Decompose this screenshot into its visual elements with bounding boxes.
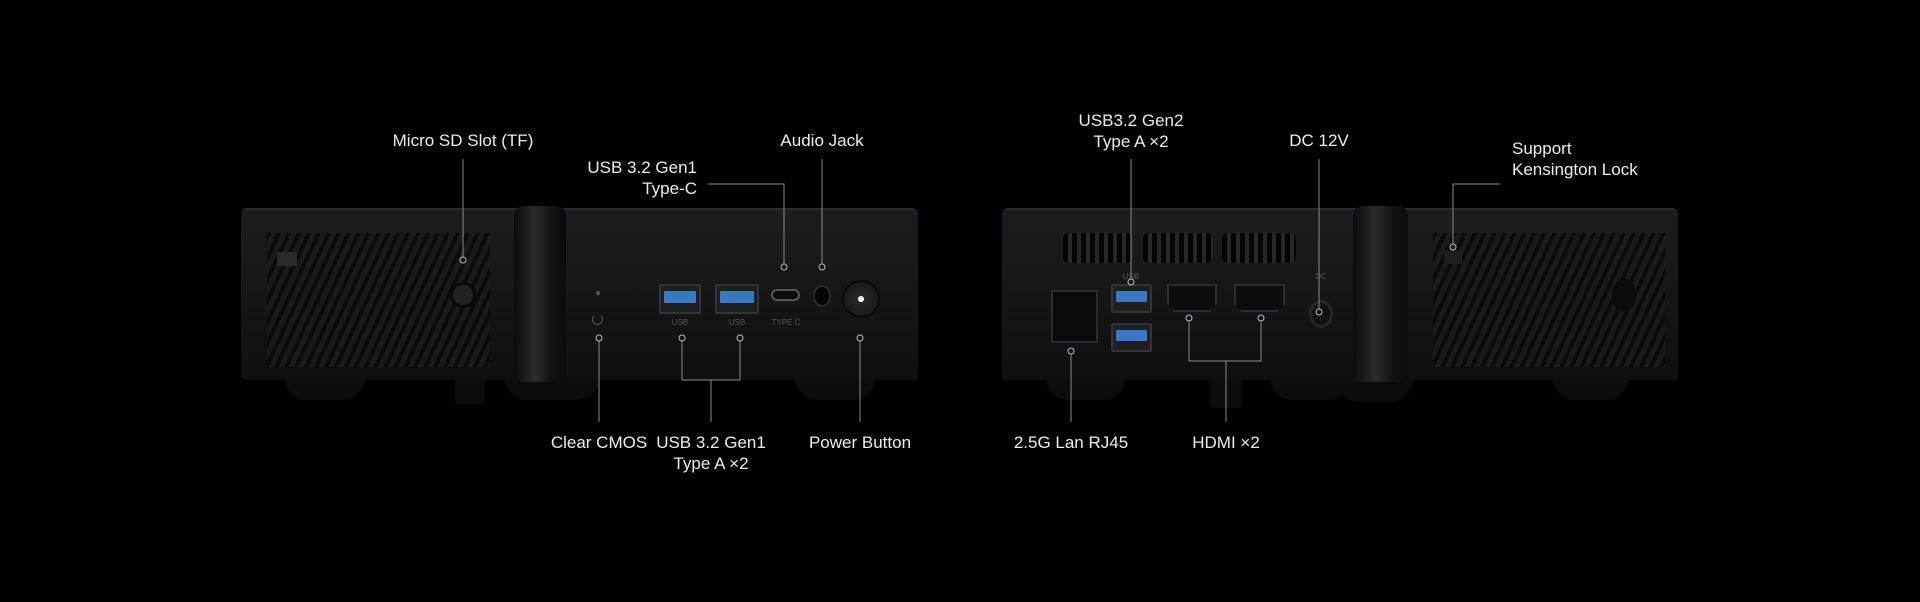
label-usb-c: USB 3.2 Gen1 Type-C <box>587 157 697 199</box>
stand <box>455 376 485 404</box>
label-lan: 2.5G Lan RJ45 <box>1013 433 1129 452</box>
usb-c-port <box>771 289 800 301</box>
label-line: Kensington Lock <box>1512 160 1638 179</box>
cmos-symbol-icon <box>592 314 603 325</box>
foot <box>1270 378 1350 400</box>
callout-kensington <box>1452 183 1500 244</box>
power-led-icon <box>858 296 864 302</box>
exhaust-grill <box>1063 233 1133 263</box>
clear-cmos-pinhole-icon <box>596 291 600 295</box>
kensington-slot-icon <box>277 252 297 266</box>
callout-usb-a-bracket <box>681 341 741 381</box>
usb-a-port <box>659 284 701 314</box>
audio-jack <box>813 285 831 307</box>
label-line: Support <box>1512 139 1572 158</box>
label-dc: DC 12V <box>1289 131 1349 150</box>
usb-a-gen2-port <box>1111 284 1152 313</box>
exhaust-grill <box>1222 233 1296 263</box>
kensington-lock-slot <box>1444 250 1462 264</box>
hdmi-port <box>1234 284 1285 312</box>
label-line: USB 3.2 Gen1 <box>656 433 766 452</box>
label-hdmi: HDMI ×2 <box>1192 433 1260 452</box>
label-usb-a: USB 3.2 Gen1 Type A ×2 <box>656 432 766 474</box>
label-line: Type-C <box>642 179 697 198</box>
label-clear-cmos: Clear CMOS <box>550 433 648 452</box>
foot <box>285 378 365 400</box>
hdmi-port <box>1167 284 1217 312</box>
label-line: USB3.2 Gen2 <box>1078 111 1184 130</box>
power-button <box>842 280 880 318</box>
callout-usb-c <box>708 183 785 264</box>
label-line: Type A ×2 <box>1093 132 1169 151</box>
label-usb-gen2: USB3.2 Gen2 Type A ×2 <box>1079 110 1184 152</box>
callout-hdmi-bracket <box>1188 321 1262 362</box>
callout-dots <box>459 243 1457 355</box>
foot <box>505 378 600 400</box>
usb-a-gen2-port <box>1111 323 1152 352</box>
typec-marking: TYPE C <box>771 318 801 327</box>
foot <box>1046 378 1126 400</box>
label-audio-jack: Audio Jack <box>780 131 864 150</box>
label-power-button: Power Button <box>808 433 912 452</box>
foot <box>1553 378 1628 400</box>
usb-marking: USB <box>671 318 689 327</box>
corner-pillar <box>1353 206 1408 382</box>
label-kensington: Support Kensington Lock <box>1512 138 1638 180</box>
usb-a-port <box>715 284 759 314</box>
foot <box>1336 378 1414 402</box>
screw-icon <box>1612 278 1636 312</box>
micro-sd-slot-icon <box>450 282 476 308</box>
dc-marking: DC <box>1315 272 1327 281</box>
foot <box>795 378 875 400</box>
exhaust-grill <box>1143 233 1213 263</box>
label-line: USB 3.2 Gen1 <box>587 158 697 177</box>
corner-pillar <box>514 206 566 382</box>
label-micro-sd: Micro SD Slot (TF) <box>392 131 534 150</box>
rj45-port <box>1051 290 1098 343</box>
label-line: Type A ×2 <box>673 454 749 473</box>
usb-marking: USB <box>728 318 746 327</box>
